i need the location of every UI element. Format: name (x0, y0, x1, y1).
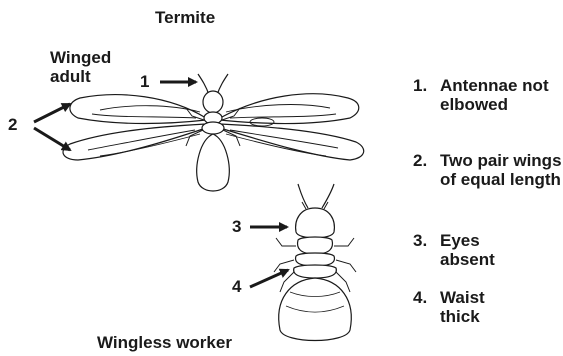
legend-text: Antennae not elbowed (440, 76, 563, 114)
pointer-number-1: 1 (140, 72, 149, 91)
wingless-termite (274, 184, 356, 341)
legend-number: 2. (413, 151, 427, 170)
lower-left-wing (63, 124, 206, 160)
winged-abdomen (197, 134, 229, 191)
winged-head (203, 91, 223, 113)
legend-number: 1. (413, 76, 427, 95)
pointer-number-2: 2 (8, 115, 17, 134)
pointer-number-4: 4 (232, 277, 241, 296)
wingless-head (296, 208, 335, 238)
arrow-2-upper (34, 104, 70, 122)
antenna-left (198, 74, 209, 95)
legend-text: Eyes absent (440, 231, 500, 269)
legend-text: Waist thick (440, 288, 500, 326)
pointer-number-3: 3 (232, 217, 241, 236)
legend-number: 4. (413, 288, 427, 307)
legend-text: Two pair wings of equal length (440, 151, 563, 189)
arrow-2-lower (34, 128, 70, 150)
wingless-abdomen (279, 278, 352, 341)
winged-adult-label: Winged adult (50, 48, 140, 86)
antenna-right (217, 74, 228, 95)
legend-number: 3. (413, 231, 427, 250)
winged-termite (63, 74, 364, 191)
diagram-title: Termite (155, 8, 215, 27)
arrow-4 (250, 270, 288, 287)
wingless-worker-label: Wingless worker (97, 333, 232, 352)
lower-right-wing (220, 124, 364, 160)
